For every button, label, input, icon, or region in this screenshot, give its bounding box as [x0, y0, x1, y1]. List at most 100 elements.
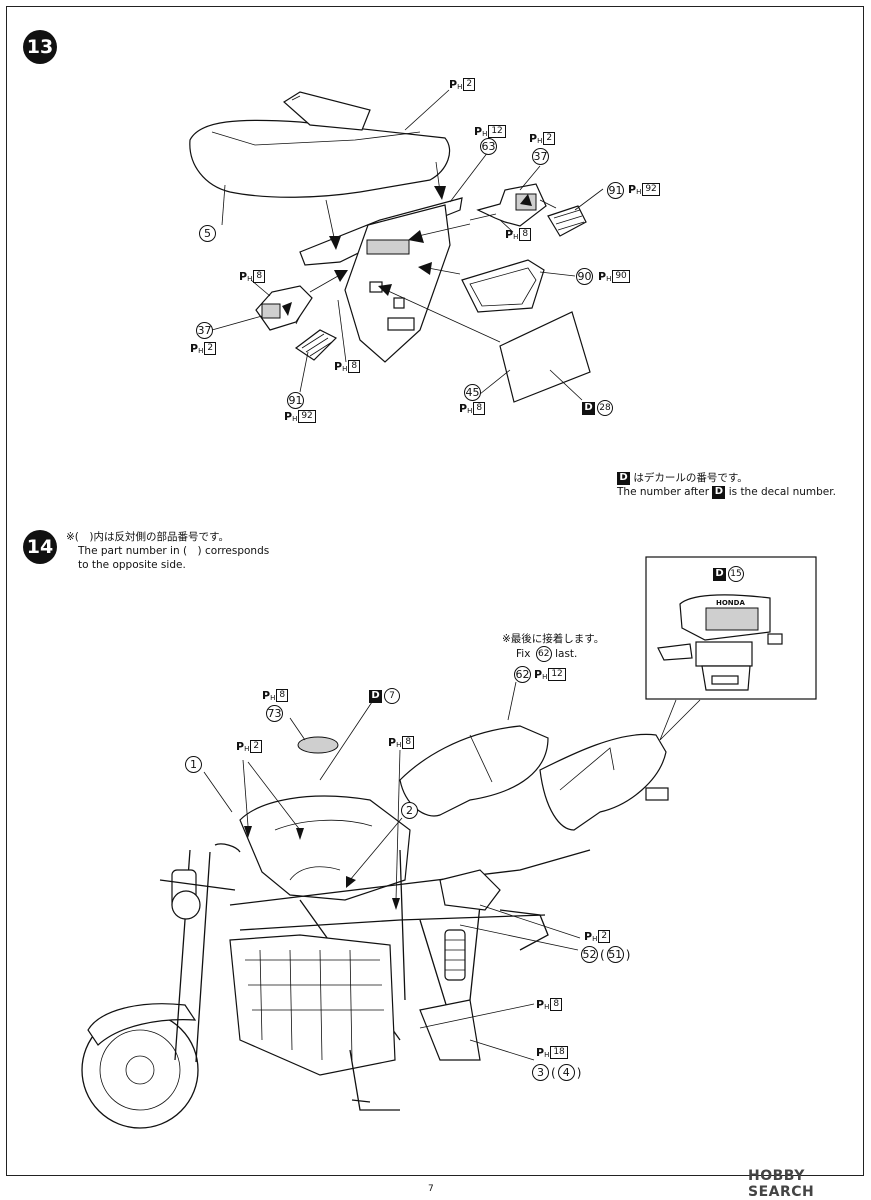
- decal-note: D はデカールの番号です。 The number after D is the …: [617, 471, 836, 499]
- turn-signal-left-drawing: [255, 285, 338, 361]
- decal-letter: D: [617, 471, 630, 485]
- opposite-side-note-en-1: The part number in ( ) corresponds: [78, 545, 270, 557]
- decal-number: 7: [384, 688, 400, 704]
- fix-last-note-en-a: Fix: [516, 648, 531, 660]
- part-number-pair: 3 ( 4 ): [532, 1064, 581, 1081]
- watermark: HOBBY SEARCH: [748, 1168, 815, 1200]
- paren-open: (: [600, 947, 605, 962]
- part-number: 1: [185, 756, 202, 773]
- decal-letter: D: [712, 485, 726, 499]
- paren-open: (: [551, 1065, 556, 1080]
- part-number: 3: [532, 1064, 549, 1081]
- parts-ref-num: 8: [519, 228, 532, 241]
- license-plate-drawing: [499, 311, 591, 403]
- part-number-pair: 52 ( 51 ): [581, 946, 630, 963]
- seat-cowl-drawing: [189, 91, 451, 198]
- decal-note-en-a: The number after: [617, 486, 710, 498]
- opposite-side-note: ※( )内は反対側の部品番号です。 The part number in ( )…: [66, 530, 269, 572]
- inset-brand-text: HONDA: [716, 599, 745, 607]
- parts-ref-num: 8: [276, 689, 289, 702]
- part-number: 90: [576, 268, 593, 285]
- part-number: 37: [196, 322, 213, 339]
- tail-inset-box: [645, 556, 817, 741]
- paren-close: ): [576, 1065, 582, 1080]
- part-number: 2: [401, 802, 418, 819]
- part-number: 52: [581, 946, 598, 963]
- opposite-side-note-en-2: to the opposite side.: [78, 559, 186, 571]
- parts-ref-num: 12: [548, 668, 566, 681]
- part-number: 5: [199, 225, 216, 242]
- step14-leaders: [203, 681, 581, 1061]
- parts-ref-num: 18: [550, 1046, 568, 1059]
- decal-note-en-b: is the decal number.: [728, 486, 836, 498]
- part-number: 91: [607, 182, 624, 199]
- step-number-badge: 13: [23, 30, 57, 64]
- part-number: 45: [464, 384, 481, 401]
- fix-last-note: ※最後に接着します。 Fix 62 last.: [502, 632, 604, 662]
- decal-number: 28: [597, 400, 613, 416]
- decal-note-jp: はデカールの番号です。: [633, 472, 748, 484]
- paren-close: ): [625, 947, 631, 962]
- step-number: 13: [26, 36, 54, 58]
- decal-number: 15: [728, 566, 744, 582]
- parts-ref-num: 2: [543, 132, 556, 145]
- parts-ref-num: 2: [204, 342, 217, 355]
- parts-ref-num: 8: [348, 360, 361, 373]
- opposite-side-note-jp: ※( )内は反対側の部品番号です。: [66, 531, 229, 543]
- fix-last-note-jp: ※最後に接着します。: [502, 633, 605, 645]
- parts-ref-num: 2: [250, 740, 263, 753]
- parts-ref-num: 2: [463, 78, 476, 91]
- tail-unit-drawing: [299, 197, 463, 363]
- part-number: 73: [266, 705, 283, 722]
- parts-ref-num: 2: [598, 930, 611, 943]
- part-number: 51: [606, 946, 624, 963]
- parts-ref-num: 92: [642, 183, 660, 196]
- parts-ref-num: 8: [253, 270, 266, 283]
- step-number: 14: [26, 536, 54, 558]
- decal-letter: D: [369, 689, 382, 703]
- part-number: 63: [480, 138, 497, 155]
- page-number: 7: [428, 1184, 434, 1194]
- decal-letter: D: [713, 567, 726, 581]
- parts-ref-num: 12: [488, 125, 506, 138]
- parts-ref-num: 92: [298, 410, 316, 423]
- parts-ref-num: 8: [473, 402, 486, 415]
- step13-arrows: [282, 161, 557, 343]
- decal-letter: D: [582, 401, 595, 415]
- page-frame: [6, 6, 864, 1176]
- part-number: 62: [514, 666, 531, 683]
- parts-ref-num: 8: [550, 998, 563, 1011]
- part-number: 4: [557, 1064, 575, 1081]
- fix-last-part-number: 62: [535, 646, 552, 662]
- parts-ref-num: 8: [402, 736, 415, 749]
- parts-ref-num: 90: [612, 270, 630, 283]
- reflector-drawing: [461, 259, 545, 313]
- step13-leaders: [211, 89, 604, 401]
- fix-last-note-en-b: last.: [555, 648, 578, 660]
- step-number-badge: 14: [23, 530, 57, 564]
- turn-signal-right-drawing: [476, 183, 587, 237]
- part-number: 37: [532, 148, 549, 165]
- motorcycle-drawing: [81, 725, 669, 1129]
